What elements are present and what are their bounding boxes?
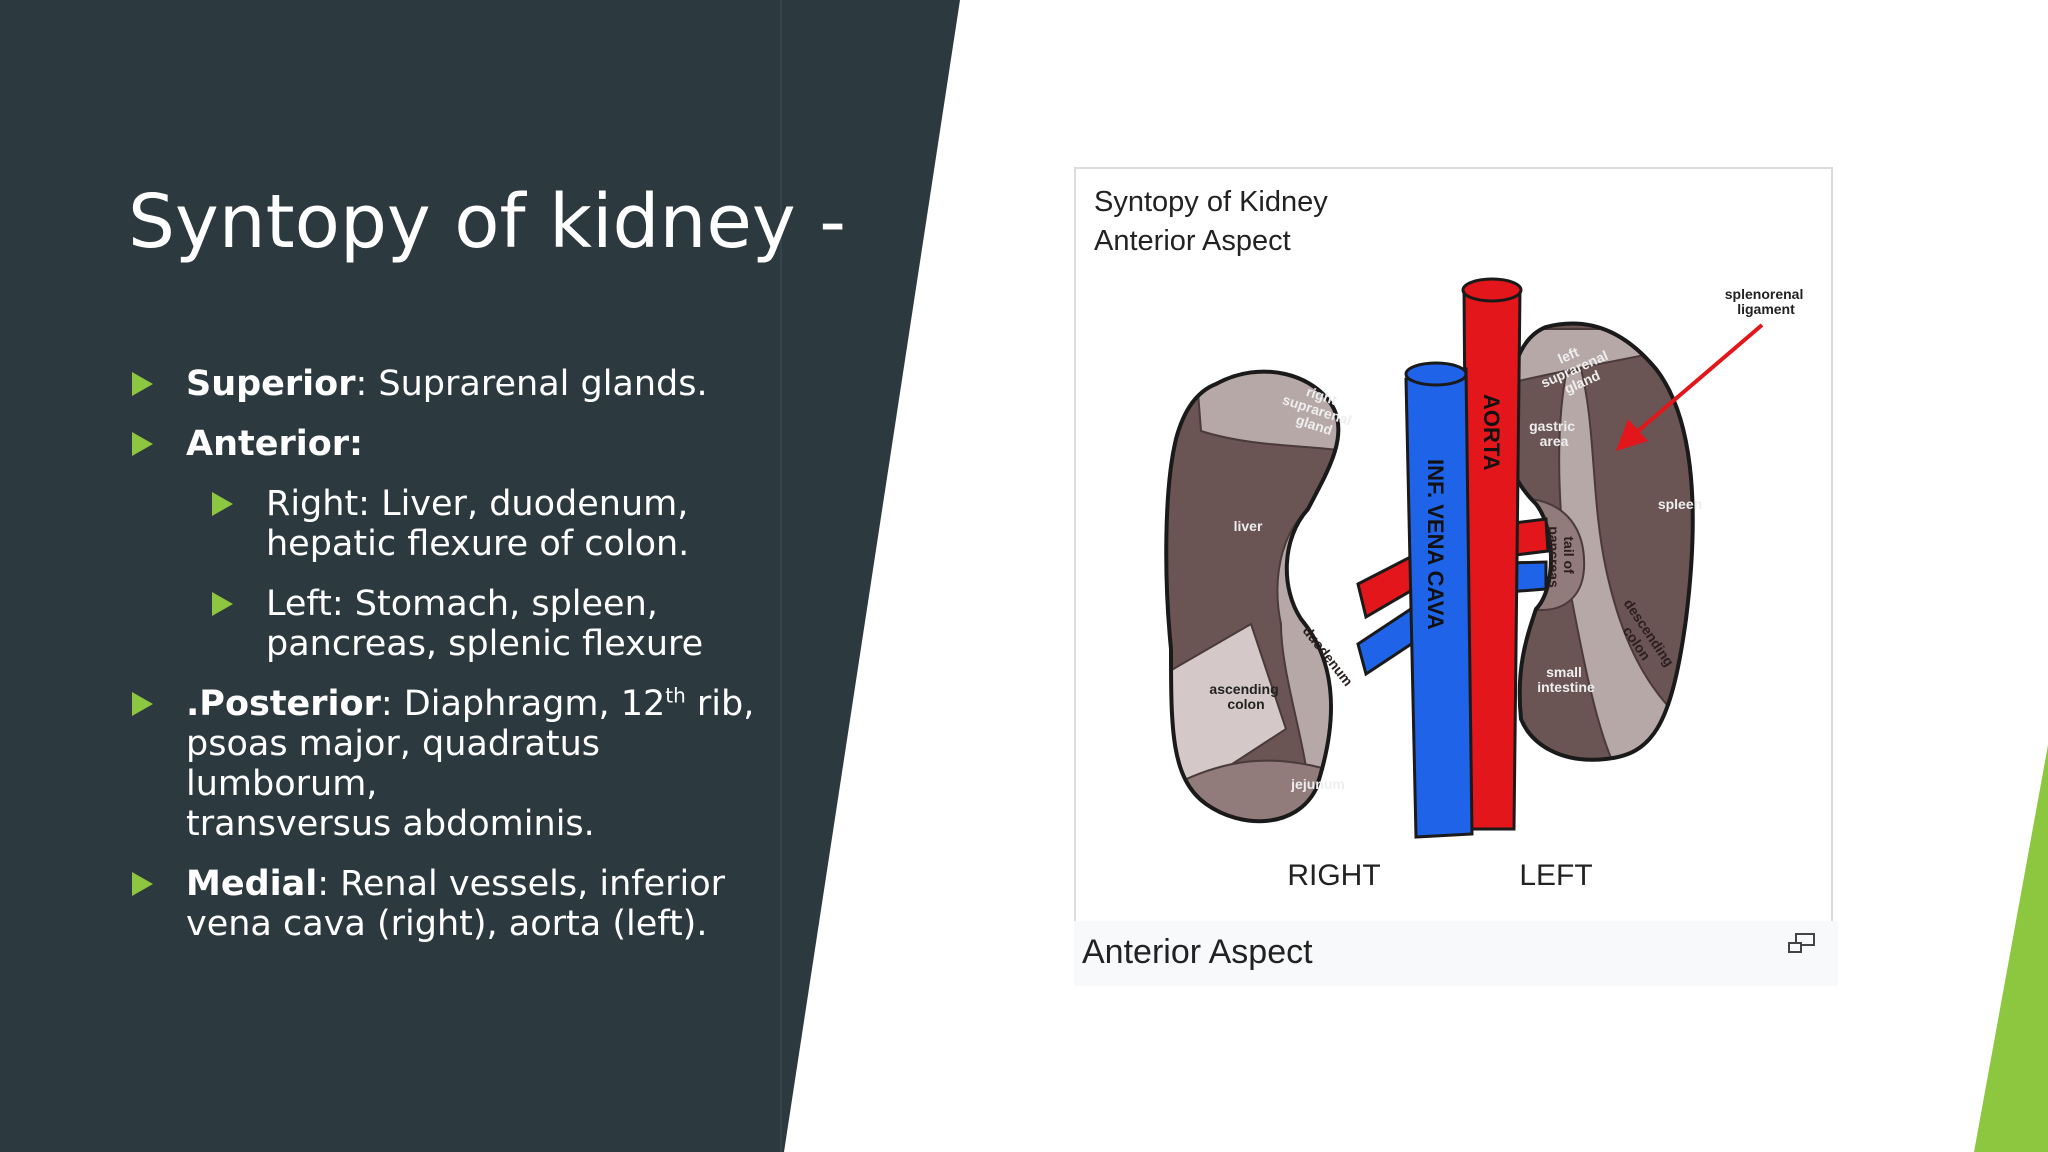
label-gastric-area: gastric area: [1529, 418, 1579, 449]
green-accent-shape: [1974, 745, 2048, 1152]
bullet-text: hepatic flexure of colon.: [266, 524, 690, 564]
bullet-arrow-icon: [212, 592, 233, 616]
label-liver: liver: [1234, 518, 1263, 534]
bullet-text: : Diaphragm, 12: [380, 684, 666, 724]
bullet-arrow-icon: [132, 432, 153, 456]
bullet-heading: .Posterior: [186, 684, 381, 724]
label-jejunum: jejunum: [1290, 776, 1345, 792]
bullet-medial: Medial: Renal vessels, inferior vena cav…: [128, 864, 788, 944]
bullet-arrow-icon: [132, 372, 153, 396]
bullet-superior: Superior: Suprarenal glands.: [128, 364, 788, 404]
aorta: [1462, 287, 1522, 831]
label-ascending-colon: ascending colon: [1209, 681, 1282, 712]
bullet-arrow-icon: [132, 692, 153, 716]
label-tail-of-pancreas: tail of pancreas: [1546, 526, 1577, 588]
enlarge-icon[interactable]: [1787, 932, 1817, 956]
bullet-anterior: Anterior:: [128, 424, 788, 464]
bullet-text: vena cava (right), aorta (left).: [186, 904, 708, 944]
bullet-text: : Suprarenal glands.: [355, 364, 708, 404]
vena-cava-top: [1404, 361, 1468, 387]
bullet-text: rib,: [685, 684, 755, 724]
bullet-text: Right: Liver, duodenum,: [266, 484, 689, 524]
bullet-heading: Medial: [186, 864, 318, 904]
superscript: th: [665, 683, 686, 708]
slide-title: Syntopy of kidney -: [128, 179, 846, 265]
sub-bullet-right: Right: Liver, duodenum, hepatic flexure …: [208, 484, 788, 564]
bullet-heading: Anterior:: [186, 424, 364, 464]
kidney-diagram: right suprarenal gland liver duodenum as…: [1164, 277, 1807, 892]
label-right-side: RIGHT: [1287, 859, 1380, 892]
figure-subtitle-line: Anterior Aspect: [1094, 225, 1291, 257]
bullet-posterior: .Posterior: Diaphragm, 12th rib, psoas m…: [128, 684, 788, 844]
label-vena-cava: INF. VENA CAVA: [1423, 459, 1448, 630]
right-suprarenal-gland-region: [1194, 371, 1339, 453]
bullet-arrow-icon: [212, 492, 233, 516]
bullet-text: psoas major, quadratus lumborum,: [186, 724, 601, 804]
figure-title: Syntopy of Kidney Anterior Aspect: [1094, 183, 1328, 261]
label-splenorenal-ligament: splenorenal ligament: [1725, 286, 1807, 317]
splenorenal-pointer-arrowhead: [1616, 419, 1648, 451]
label-aorta: AORTA: [1479, 394, 1504, 471]
ascening-colon-region: [1166, 622, 1288, 795]
figure-caption: Anterior Aspect: [1082, 933, 1313, 971]
descending-colon-region: [1558, 367, 1693, 760]
splenorenal-pointer-line: [1636, 323, 1764, 433]
bullet-text: : Renal vessels, inferior: [317, 864, 726, 904]
figure-caption-bar: Anterior Aspect: [1074, 921, 1838, 986]
right-kidney-outline: [1164, 369, 1341, 824]
bullet-heading-word: Posterior: [199, 684, 381, 724]
bullet-text: pancreas, splenic flexure: [266, 624, 704, 664]
bullet-text: transversus abdominis.: [186, 804, 595, 844]
bullet-heading: Superior: [186, 364, 356, 404]
bullet-arrow-icon: [132, 872, 153, 896]
bullet-text: Left: Stomach, spleen,: [266, 584, 658, 624]
sub-bullet-left: Left: Stomach, spleen, pancreas, splenic…: [208, 584, 788, 664]
right-kidney: [1166, 371, 1339, 822]
label-spleen: spleen: [1658, 496, 1702, 512]
bullet-list: Superior: Suprarenal glands. Anterior: R…: [128, 364, 788, 964]
bullet-lead: .: [186, 684, 200, 724]
kidney-figure[interactable]: right suprarenal gland liver duodenum as…: [1074, 167, 1833, 923]
figure-title-line: Syntopy of Kidney: [1094, 186, 1328, 218]
aorta-top: [1461, 277, 1523, 303]
label-left-side: LEFT: [1519, 859, 1592, 892]
dark-panel: [0, 0, 960, 1152]
label-small-intestine: small intestine: [1537, 664, 1595, 695]
